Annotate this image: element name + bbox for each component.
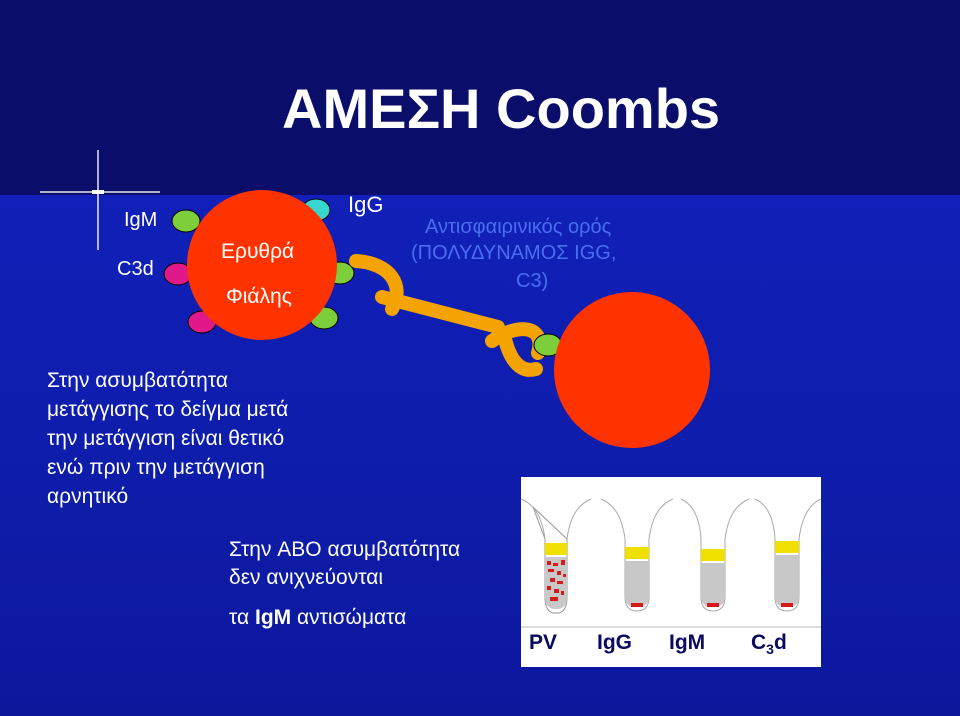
tube-label-igg: IgG [597,631,632,654]
tube-igm [680,498,750,612]
antiglobulin-arm-3 [497,328,543,377]
sparkle-icon [40,150,160,250]
text-line: Στην ασυμβατότητα [47,369,228,392]
rbc-label-line1: Ερυθρά [221,240,295,263]
header-band [0,0,960,195]
abo-line3: τα IgM αντισώματα [229,603,406,632]
text-line: μετάγγισης το δείγμα μετά [47,398,289,421]
red-cell-second [554,292,710,448]
label-igg: IgG [348,192,384,217]
label-igm: IgM [124,209,158,231]
tube-label-pv: PV [529,631,557,654]
tube-label-igm: IgM [669,631,705,654]
antiserum-line1: Αντισφαιρινικός ορός [425,216,612,238]
rbc-label-line2: Φιάλης [226,285,292,308]
tube-igg [600,498,674,612]
abo-line3-suffix: αντισώματα [296,606,407,629]
abo-line2: δεν ανιχνεύονται [229,566,384,589]
antibody-green-top [171,209,201,233]
abo-line3-bold: IgM [254,606,292,629]
tube-label-c3d-c: C [751,631,766,654]
abo-line1: Στην ABO ασυμβατότητα [229,538,461,561]
tube-label-c3d-d: d [774,631,787,654]
coombs-diagram [163,190,710,448]
tube-pv [521,498,592,614]
antiserum-line2: (ΠΟΛΥΔΥΝΑΜΟΣ IGG, [411,242,617,264]
red-cell [187,190,337,340]
text-block-1: Στην ασυμβατότητα μετάγγισης το δείγμα μ… [47,366,288,511]
tube-c3d [754,498,821,612]
page-title: ΑΜΕΣΗ Coombs [282,77,721,140]
tube-label-c3d-sub: 3 [766,641,774,657]
antiserum-line3: C3) [516,270,549,292]
abo-line3-prefix: τα [229,606,250,629]
antiglobulin-stem [375,290,505,334]
label-c3d: C3d [117,258,154,280]
gel-card-panel: PV IgG IgM C3d [521,477,821,667]
text-line: αρνητικό [47,485,129,508]
text-line: την μετάγγιση είναι θετικό [47,427,285,450]
tube-label-c3d: C3d [751,631,787,657]
text-line: ενώ πριν την μετάγγιση [47,456,265,479]
